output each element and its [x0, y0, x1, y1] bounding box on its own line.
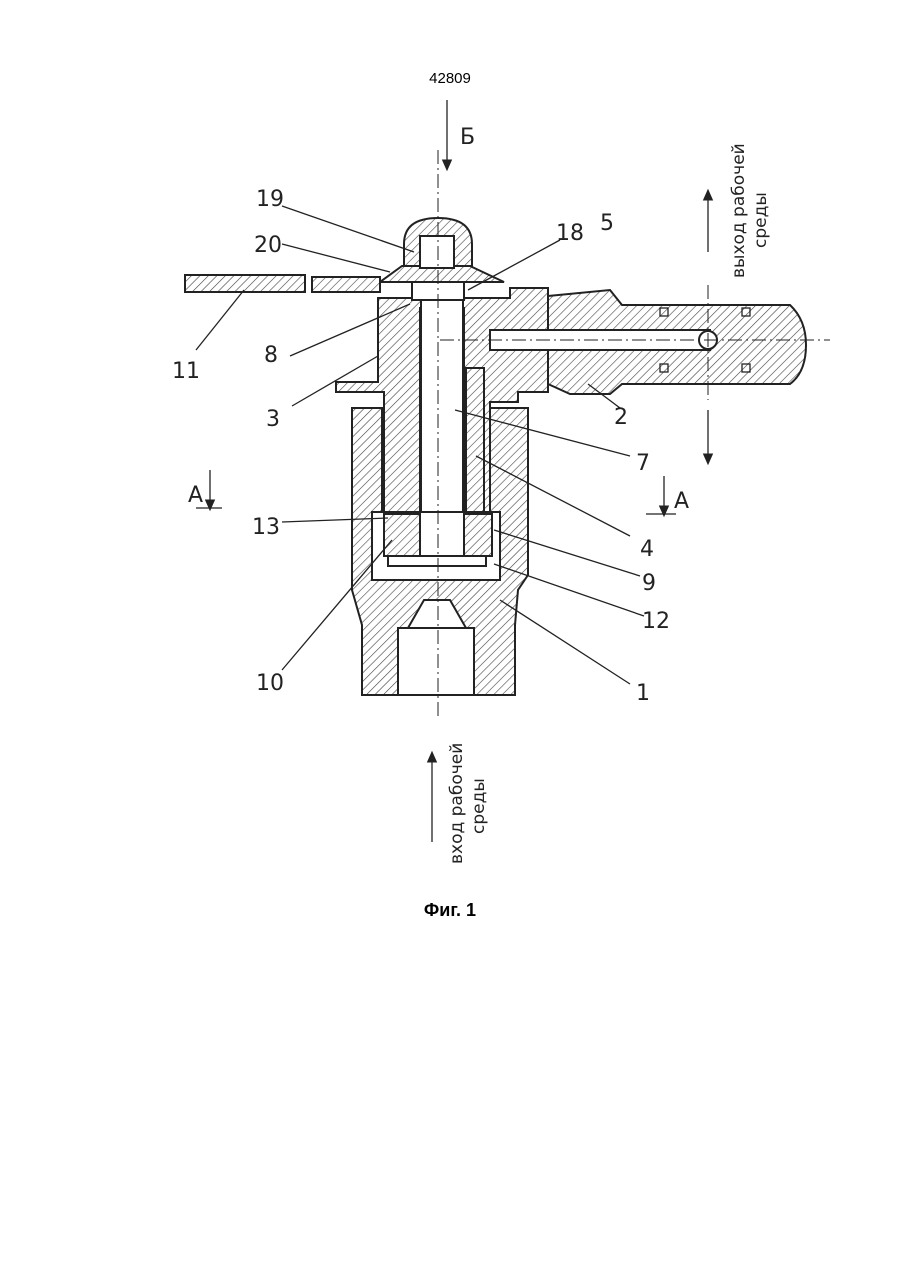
outlet-label: выход рабочей среды [729, 143, 771, 278]
section-a-left-label: А [188, 483, 203, 508]
svg-text:среды: среды [469, 778, 489, 834]
callout-11: 11 [172, 359, 200, 384]
svg-text:выход рабочей: выход рабочей [729, 143, 749, 278]
callout-18: 18 [556, 221, 584, 246]
callout-10: 10 [256, 671, 284, 696]
callout-5: 5 [600, 211, 614, 236]
callout-7: 7 [636, 451, 650, 476]
callout-12: 12 [642, 609, 670, 634]
callout-3: 3 [266, 407, 280, 432]
callout-19: 19 [256, 187, 284, 212]
section-a-right-label: А [674, 489, 689, 514]
cup-assembly [372, 512, 500, 580]
callout-2: 2 [614, 405, 628, 430]
figure-caption: Фиг. 1 [0, 900, 900, 921]
svg-text:вход рабочей: вход рабочей [447, 743, 467, 864]
inlet-label: вход рабочей среды [447, 743, 489, 864]
callout-20: 20 [254, 233, 282, 258]
callout-13: 13 [252, 515, 280, 540]
svg-text:среды: среды [751, 192, 771, 248]
callout-8: 8 [264, 343, 278, 368]
callout-4: 4 [640, 537, 654, 562]
handle-part [185, 275, 380, 292]
bushing-part [466, 368, 484, 514]
top-cap [380, 218, 504, 300]
callout-9: 9 [642, 571, 656, 596]
view-b-label: Б [460, 125, 475, 150]
callout-1: 1 [636, 681, 650, 706]
